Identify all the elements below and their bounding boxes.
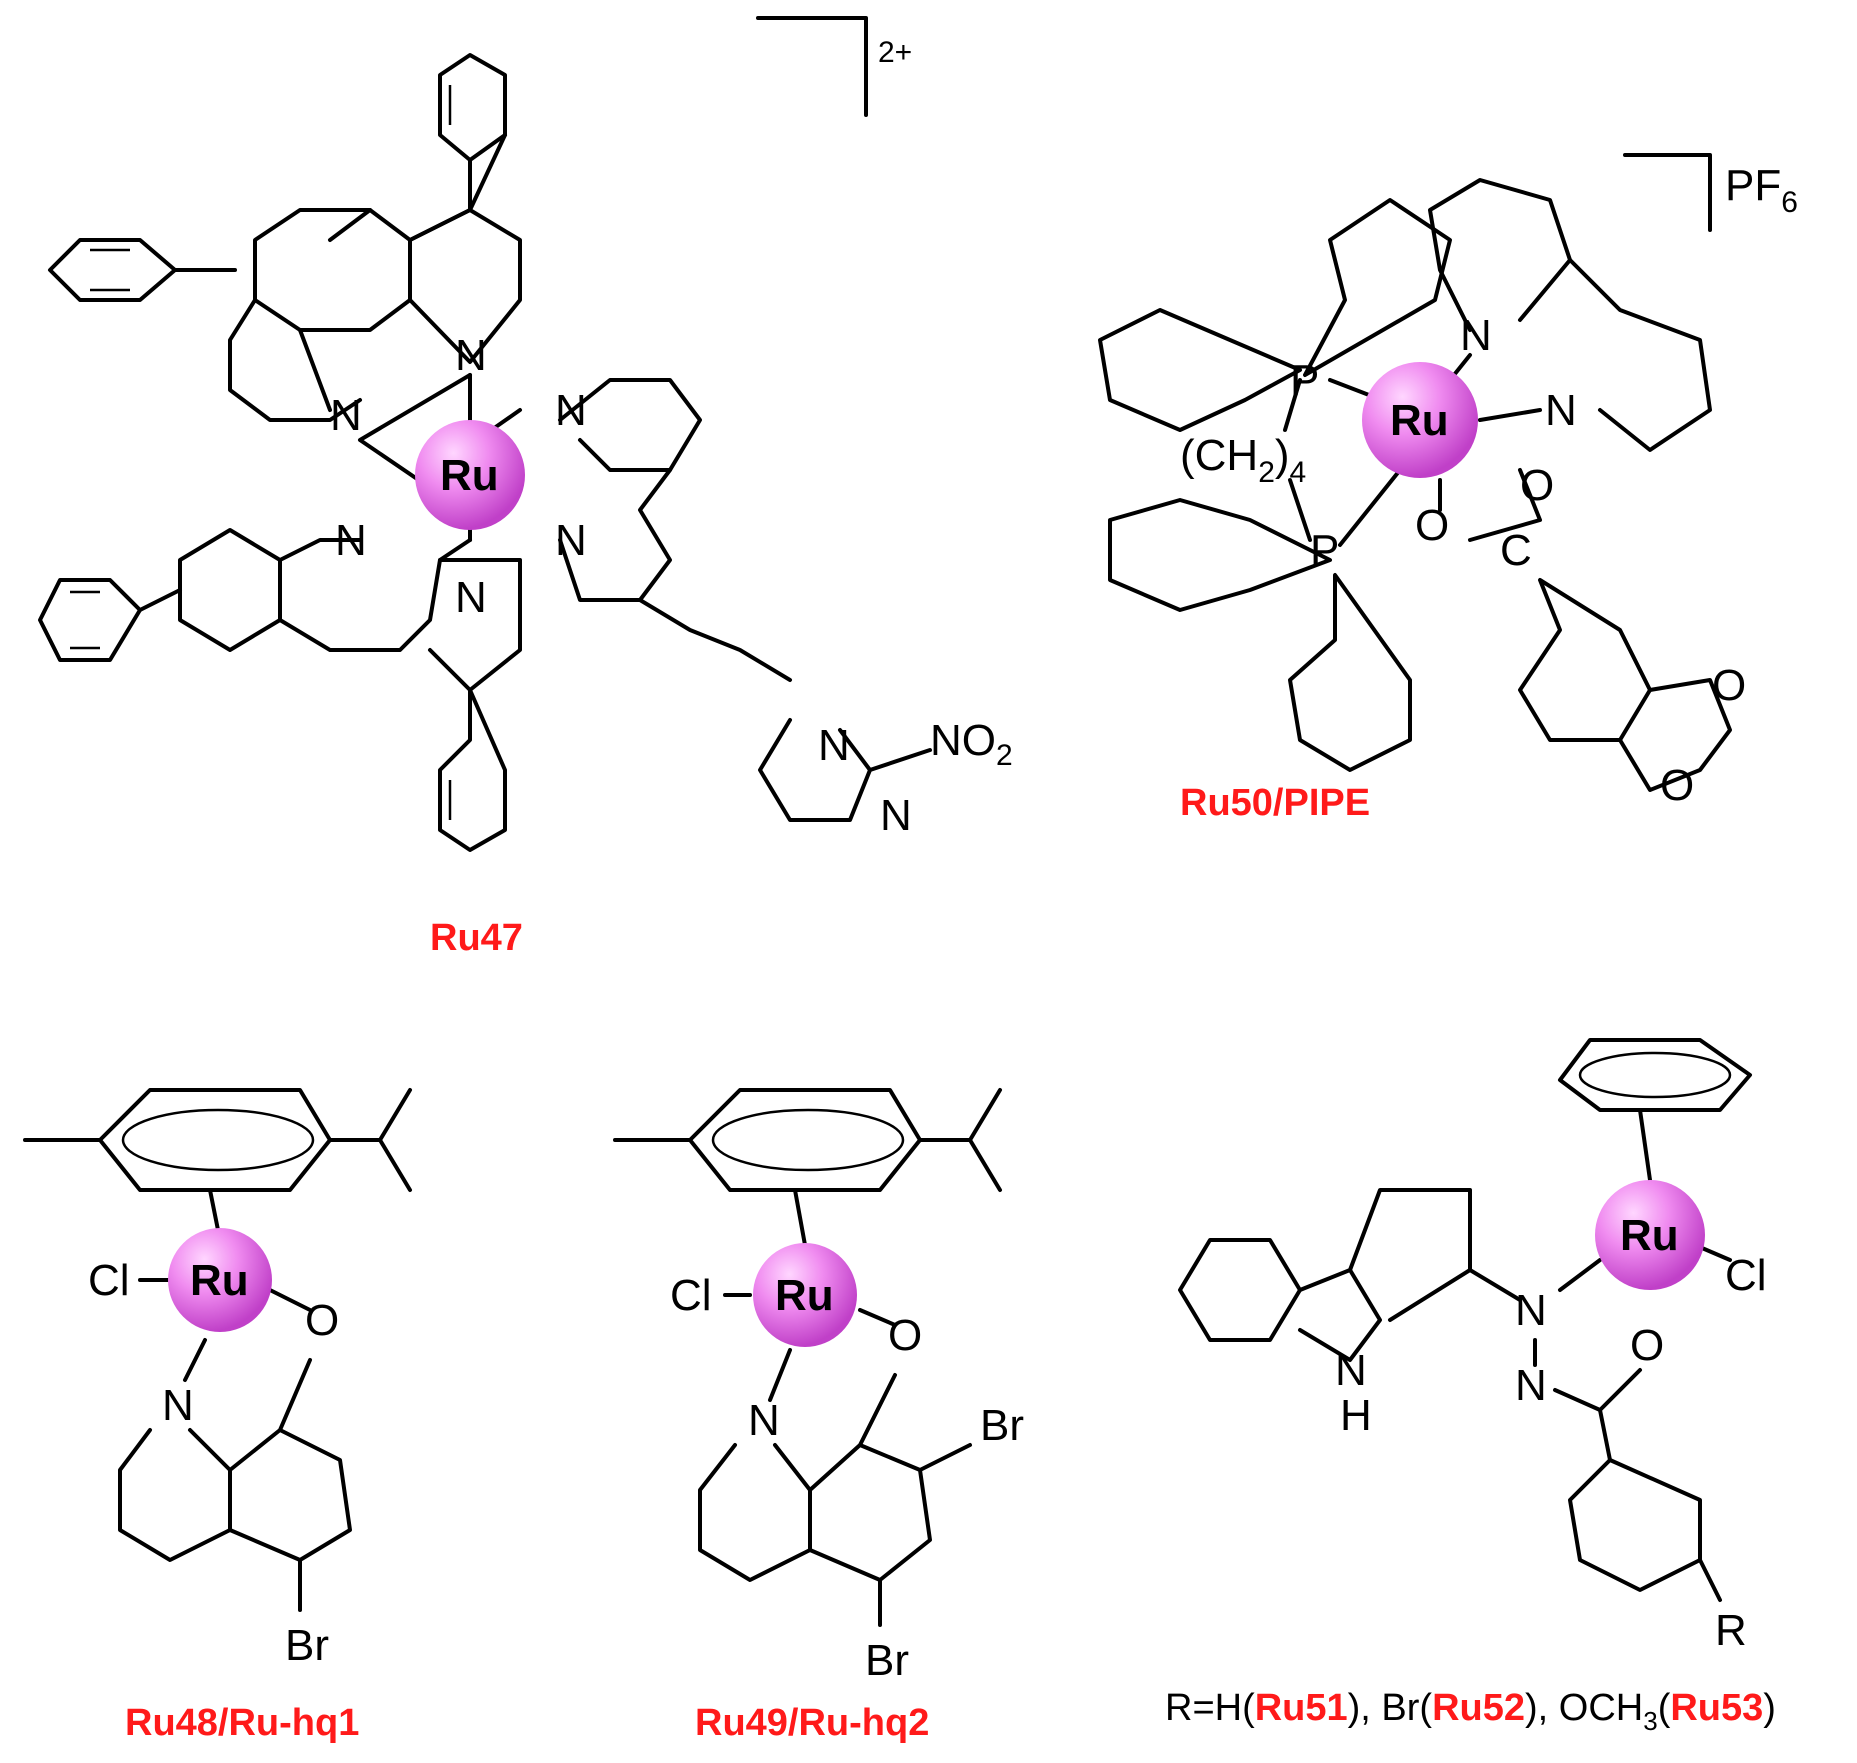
ru47-n6: N <box>555 516 587 565</box>
ru50-label: Ru50/PIPE <box>1180 782 1370 824</box>
ru47-no2: NO2 <box>930 716 1013 772</box>
ru49-label: Ru49/Ru-hq2 <box>695 1702 929 1744</box>
ru47-n7: N <box>818 721 850 770</box>
compound-ru51-53: N H N N O R Cl Ru R=H(Ru51), Br(Ru52), O… <box>1165 1038 1776 1736</box>
ru47-n2: N <box>330 391 362 440</box>
ru47-charge: 2+ <box>878 36 912 69</box>
ru49-metal-label: Ru <box>775 1271 834 1320</box>
compound-ru49: Cl O N Br Br Ru Ru49/Ru-hq2 <box>613 1088 1024 1744</box>
ru47-label: Ru47 <box>430 917 523 959</box>
ru50-o4: O <box>1660 761 1694 810</box>
ru48-metal-label: Ru <box>190 1256 249 1305</box>
ru51-nh-n: N <box>1335 1346 1367 1395</box>
ru48-br: Br <box>285 1621 329 1670</box>
ru48-o: O <box>305 1296 339 1345</box>
ru51-nh-h: H <box>1340 1391 1372 1440</box>
ru47-n3: N <box>555 386 587 435</box>
ru51-n2: N <box>1515 1361 1547 1410</box>
compound-ru47: 2+ N N <box>38 16 1013 959</box>
ru47-n4: N <box>335 516 367 565</box>
ru51-metal-center <box>1595 1180 1705 1290</box>
ru50-o3: O <box>1712 661 1746 710</box>
ru51-o: O <box>1630 1321 1664 1370</box>
ru50-o1: O <box>1520 461 1554 510</box>
ru47-n1: N <box>455 331 487 380</box>
ru51-r: R <box>1715 1606 1747 1655</box>
ru50-linker: (CH2)4 <box>1180 431 1306 489</box>
ru50-metal-center <box>1362 362 1478 478</box>
ru49-o: O <box>888 1311 922 1360</box>
ru50-counterion: PF6 <box>1725 161 1798 219</box>
ru50-n1: N <box>1460 311 1492 360</box>
ru48-cl: Cl <box>88 1256 130 1305</box>
ru50-p2: P <box>1310 526 1339 575</box>
ru47-metal-label: Ru <box>440 451 499 500</box>
ru49-n: N <box>748 1396 780 1445</box>
ru50-p1: P <box>1290 356 1319 405</box>
ru49-cl: Cl <box>670 1271 712 1320</box>
ru50-n2: N <box>1545 386 1577 435</box>
ru48-n: N <box>162 1381 194 1430</box>
ru50-o2: O <box>1415 501 1449 550</box>
ru49-br2: Br <box>865 1636 909 1685</box>
ru47-n8: N <box>880 791 912 840</box>
ru47-metal-center <box>415 420 525 530</box>
ru48-metal-center <box>168 1228 272 1332</box>
ru47-n5: N <box>455 573 487 622</box>
compound-ru48: Cl O N Br Ru Ru48/Ru-hq1 <box>23 1088 412 1744</box>
ru50-c: C <box>1500 526 1532 575</box>
ru48-label: Ru48/Ru-hq1 <box>125 1702 359 1744</box>
compound-ru50: PF6 (CH2)4 P P N N O O C O O Ru Ru50/PIP… <box>1098 153 1798 824</box>
ru51-53-caption: R=H(Ru51), Br(Ru52), OCH3(Ru53) <box>1165 1687 1776 1736</box>
ru51-metal-label: Ru <box>1620 1211 1679 1260</box>
ru49-br1: Br <box>980 1401 1024 1450</box>
ru51-n1: N <box>1515 1286 1547 1335</box>
ru50-metal-label: Ru <box>1390 396 1449 445</box>
ru49-metal-center <box>753 1243 857 1347</box>
ru51-cl: Cl <box>1725 1251 1767 1300</box>
